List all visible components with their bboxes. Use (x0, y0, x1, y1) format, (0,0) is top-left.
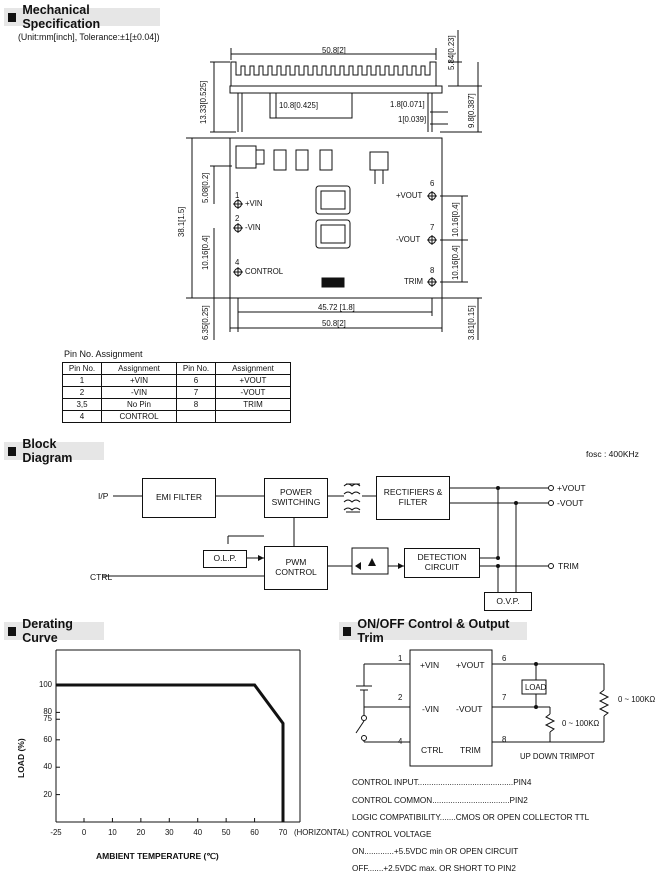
pin-assignment-table: Pin No. Assignment Pin No. Assignment 1+… (62, 362, 291, 423)
control-line-1: CONTROL INPUT...........................… (352, 778, 532, 787)
pin2-label: -VIN (245, 223, 261, 232)
onoff-n1: 1 (398, 654, 403, 663)
block-header: Block Diagram (4, 437, 104, 465)
bullet-square-icon (8, 626, 17, 636)
dim-1-8: 1.8[0.071] (390, 100, 425, 109)
x-tick-label: 10 (108, 828, 117, 837)
table-cell (215, 410, 291, 423)
x-tick-label: 60 (250, 828, 259, 837)
dim-10-8: 10.8[0.425] (279, 101, 319, 110)
onoff-vin-plus: +VIN (420, 660, 440, 670)
onoff-vout-plus: +VOUT (456, 660, 485, 670)
pin8-label: TRIM (404, 277, 424, 286)
x-tick-label: 50 (221, 828, 231, 837)
olp-block: O.L.P. (203, 550, 247, 568)
ovp-block: O.V.P. (484, 592, 532, 611)
onoff-n6: 6 (502, 654, 507, 663)
onoff-ctrl: CTRL (421, 745, 444, 755)
derating-xlabel: AMBIENT TEMPERATURE (℃) (96, 851, 219, 861)
onoff-header: ON/OFF Control & Output Trim (339, 617, 527, 645)
unit-note: (Unit:mm[inch], Tolerance:±1[±0.04]) (18, 32, 160, 42)
onoff-vout-minus: -VOUT (456, 704, 483, 714)
table-cell: CONTROL (101, 410, 177, 423)
bullet-square-icon (8, 446, 17, 456)
control-line-6: OFF.......+2.5VDC max. OR SHORT TO PIN2 (352, 864, 516, 873)
derating-horizontal: (HORIZONTAL) (294, 828, 349, 837)
dim-45-72: 45.72 [1.8] (318, 303, 355, 312)
table-row: 2-VIN 7-VOUT (62, 386, 291, 399)
onoff-n4: 4 (398, 737, 403, 746)
pin1-label: +VIN (245, 199, 263, 208)
control-line-4: CONTROL VOLTAGE (352, 830, 432, 839)
pin-table-title: Pin No. Assignment (64, 349, 143, 359)
y-tick-label: 40 (43, 762, 52, 772)
control-line-5: ON.............+5.5VDC min OR OPEN CIRCU… (352, 847, 519, 856)
block-ip-label: I/P (98, 491, 109, 501)
pin4-label: CONTROL (245, 267, 284, 276)
block-title: Block Diagram (22, 437, 73, 465)
onoff-n8: 8 (502, 735, 507, 744)
pwm-control-block: PWM CONTROL (264, 546, 328, 590)
pin7-label: -VOUT (396, 235, 421, 244)
y-tick-label: 60 (43, 734, 52, 744)
emi-filter-block: EMI FILTER (142, 478, 216, 518)
pin8-number: 8 (430, 266, 435, 275)
x-tick-label: 20 (136, 828, 146, 837)
fosc-label: fosc : 400KHz (586, 449, 639, 459)
onoff-title: ON/OFF Control & Output Trim (357, 617, 510, 645)
heatsink-profile (230, 61, 437, 87)
block-vout-plus: +VOUT (557, 483, 586, 493)
pin6-label: +VOUT (396, 191, 423, 200)
updown-trimpot-label: UP DOWN TRIMPOT (520, 752, 595, 761)
y-tick-label: 100 (38, 680, 52, 689)
rectifiers-filter-block: RECTIFIERS & FILTER (376, 476, 450, 520)
mech-title: Mechanical Specification (22, 3, 101, 31)
mech-header: Mechanical Specification (4, 3, 160, 31)
x-tick-label: 30 (164, 828, 174, 837)
derating-header: Derating Curve (4, 617, 104, 645)
onoff-n2: 2 (398, 693, 403, 702)
pin1-number: 1 (235, 191, 240, 200)
block-vout-minus: -VOUT (557, 498, 584, 508)
board-outline (229, 137, 443, 299)
dim-top-width: 50.8[2] (322, 46, 346, 55)
control-line-2: CONTROL COMMON..........................… (352, 796, 528, 805)
x-tick-label: 0 (81, 828, 87, 837)
block-trim: TRIM (558, 561, 579, 571)
dim-1: 1[0.039] (398, 115, 427, 124)
trimpot-range-1: 0 ~ 100KΩ (618, 695, 656, 704)
pin6-number: 6 (430, 179, 435, 188)
pin2-number: 2 (235, 214, 240, 223)
control-line-3: LOGIC COMPATIBILITY.......CMOS OR OPEN C… (352, 813, 590, 822)
table-header-row: Pin No. Assignment Pin No. Assignment (62, 362, 291, 375)
x-tick-label: 40 (193, 828, 203, 837)
derating-title: Derating Curve (22, 617, 73, 645)
pin7-number: 7 (430, 223, 435, 232)
x-tick-label: 70 (278, 828, 288, 837)
detection-circuit-block: DETECTION CIRCUIT (404, 548, 480, 578)
onoff-vin-minus: -VIN (422, 704, 439, 714)
x-tick-label: -25 (50, 828, 62, 837)
onoff-trim: TRIM (460, 745, 481, 755)
bullet-square-icon (343, 626, 352, 636)
onoff-n7: 7 (502, 693, 507, 702)
trimpot-range-2: 0 ~ 100KΩ (562, 719, 600, 728)
derating-series-line (56, 683, 285, 822)
power-switching-block: POWER SWITCHING (264, 478, 328, 518)
y-tick-label: 80 (43, 707, 52, 717)
block-ctrl-label: CTRL (90, 572, 113, 582)
dim-bottom-width: 50.8[2] (322, 319, 346, 328)
pin4-number: 4 (235, 258, 240, 267)
y-tick-label: 75 (43, 714, 52, 724)
y-tick-label: 20 (43, 789, 52, 799)
load-box-label: LOAD (525, 683, 547, 692)
bullet-square-icon (8, 12, 17, 22)
